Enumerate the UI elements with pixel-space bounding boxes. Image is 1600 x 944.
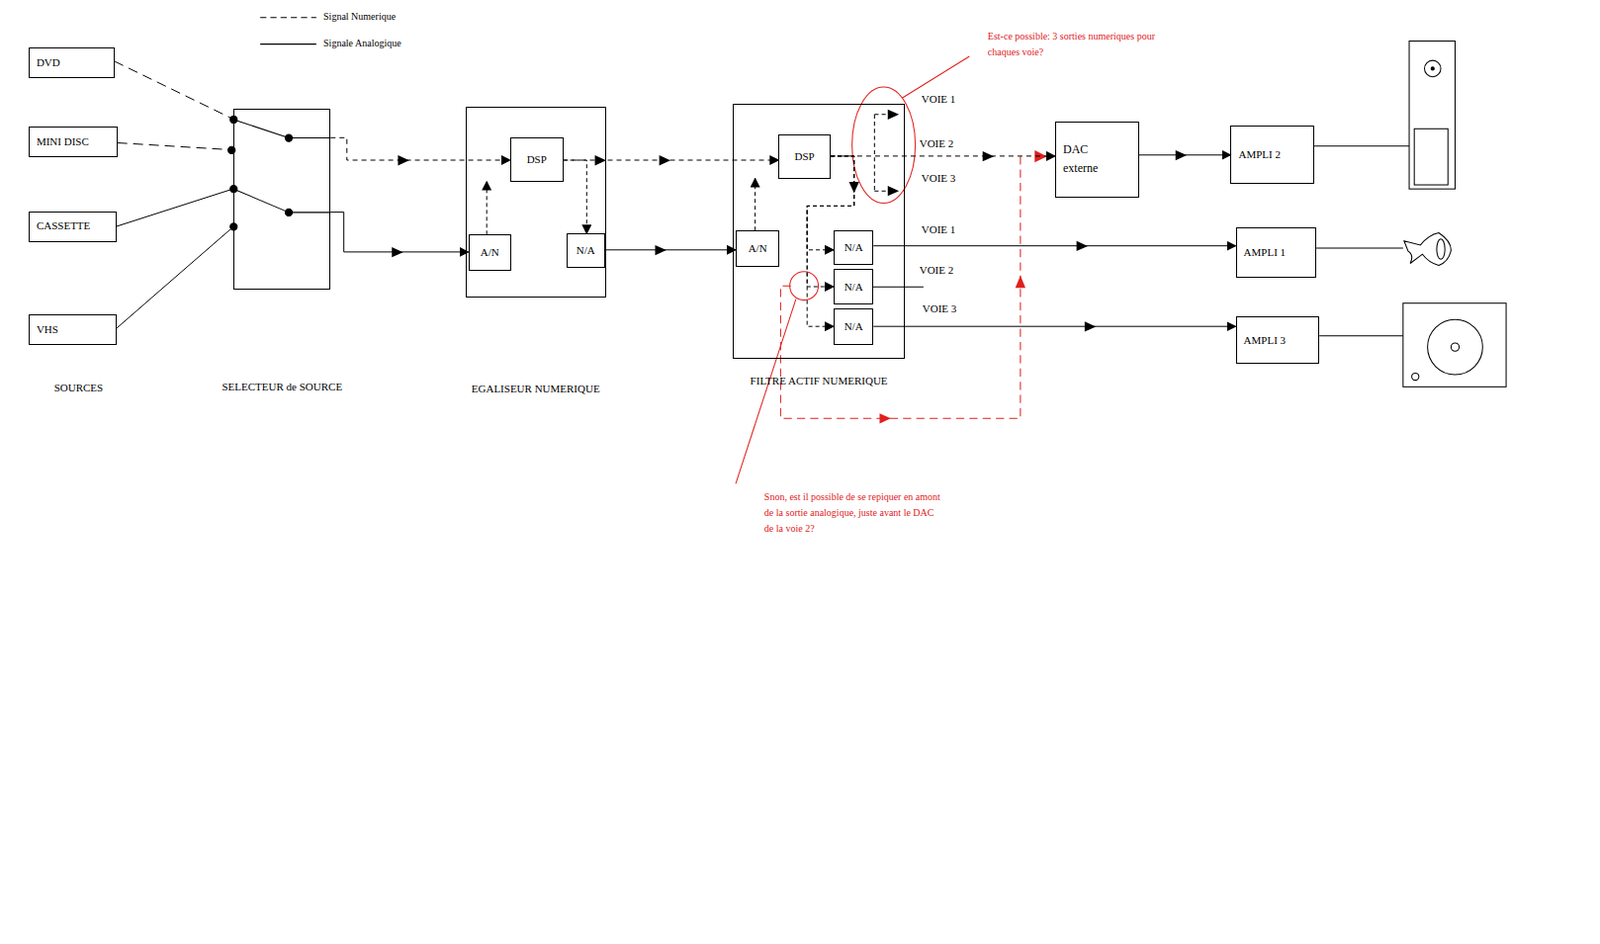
- selector-box: SELECTEUR de SOURCE: [233, 108, 331, 290]
- dac-box: N/A: [833, 230, 874, 266]
- horn-speaker: [1404, 233, 1451, 267]
- signal-line: [754, 178, 756, 232]
- box-label: A/N: [480, 246, 500, 260]
- box-label: MINI DISC: [36, 135, 89, 149]
- filter-box: FILTRE ACTIF NUMERIQUEDSPA/NN/AN/AN/A: [732, 103, 905, 359]
- signal-line: [114, 61, 235, 120]
- signal-line: [117, 143, 235, 151]
- dac-box: DAC externe: [1055, 121, 1140, 198]
- signal-line: [873, 245, 1236, 247]
- source-box: DVD: [28, 47, 115, 79]
- amp-box: AMPLI 2: [1230, 125, 1315, 184]
- signal-line: [605, 249, 736, 251]
- red-markup: [735, 56, 1048, 484]
- channel-label: VOIE 1: [920, 92, 958, 106]
- dsp-box: DSP: [778, 134, 831, 178]
- voie-branch: [874, 114, 889, 191]
- signal-line: [330, 137, 511, 161]
- box-label: A/N: [748, 242, 768, 256]
- speaker-wire: [1319, 335, 1404, 337]
- signal-line: [563, 160, 780, 162]
- signal-line: [806, 156, 855, 251]
- box-label: DSP: [527, 153, 547, 167]
- source-box: VHS: [28, 314, 117, 346]
- signal-line: [116, 188, 235, 227]
- box-label: N/A: [844, 320, 864, 334]
- switch: [233, 119, 331, 213]
- note: Snon, est il possible de se repiquer en …: [763, 489, 945, 537]
- box-label: DSP: [795, 150, 815, 164]
- block-title: EGALISEUR NUMERIQUE: [471, 382, 601, 395]
- channel-label: SOURCES: [53, 381, 105, 395]
- dsp-box: DSP: [510, 137, 564, 181]
- source-box: CASSETTE: [28, 211, 117, 243]
- amp-box: AMPLI 3: [1236, 316, 1321, 364]
- box-label: AMPLI 1: [1244, 246, 1286, 260]
- signal-line: [116, 226, 235, 329]
- block-title: SELECTEUR de SOURCE: [221, 380, 343, 393]
- voie-2-wire: [872, 286, 924, 288]
- equalizer-box: EGALISEUR NUMERIQUEDSPA/NN/A: [465, 106, 607, 298]
- box-label: N/A: [576, 244, 596, 258]
- box-label: DVD: [36, 56, 61, 70]
- legend-text: Signale Analogique: [322, 37, 403, 50]
- dac-box: N/A: [833, 268, 874, 305]
- box-label: CASSETTE: [36, 219, 90, 233]
- contact-dot: [228, 115, 293, 231]
- channel-label: VOIE 2: [918, 264, 956, 277]
- source-box: MINI DISC: [28, 126, 118, 158]
- speaker-wire: [1314, 145, 1410, 147]
- legend-sample: [260, 16, 317, 18]
- box-label: AMPLI 2: [1238, 148, 1280, 162]
- channel-label: VOIE 3: [921, 302, 959, 316]
- box-label: AMPLI 3: [1244, 334, 1286, 348]
- channel-label: VOIE 3: [920, 172, 958, 185]
- signal-line: [806, 156, 855, 287]
- speaker-wire: [1316, 247, 1404, 249]
- box-label: VHS: [36, 323, 59, 337]
- box-label: N/A: [844, 280, 864, 294]
- note: Est-ce possible: 3 sorties numeriques po…: [986, 28, 1183, 61]
- dac-box: N/A: [833, 308, 874, 346]
- signal-line: [330, 212, 468, 253]
- signal-line: [563, 160, 588, 234]
- legend-text: Signal Numerique: [322, 10, 397, 23]
- signal-line: [806, 156, 855, 327]
- adc-box: A/N: [468, 234, 512, 271]
- channel-label: VOIE 2: [918, 137, 956, 151]
- signal-line: [486, 181, 488, 236]
- signal-line: [873, 326, 1236, 328]
- signal-line: [1139, 154, 1232, 156]
- subwoofer: [1403, 303, 1507, 388]
- column-speaker: [1409, 41, 1455, 190]
- channel-label: VOIE 1: [920, 223, 958, 237]
- adc-box: A/N: [735, 230, 780, 267]
- dac-box: N/A: [566, 233, 606, 268]
- signal-line: [830, 155, 1056, 157]
- box-label: DAC externe: [1063, 140, 1115, 178]
- amp-box: AMPLI 1: [1236, 227, 1318, 278]
- box-label: N/A: [844, 241, 864, 255]
- legend-sample: [260, 43, 317, 45]
- flow-arrowhead: [391, 109, 1187, 333]
- block-title: FILTRE ACTIF NUMERIQUE: [750, 374, 889, 387]
